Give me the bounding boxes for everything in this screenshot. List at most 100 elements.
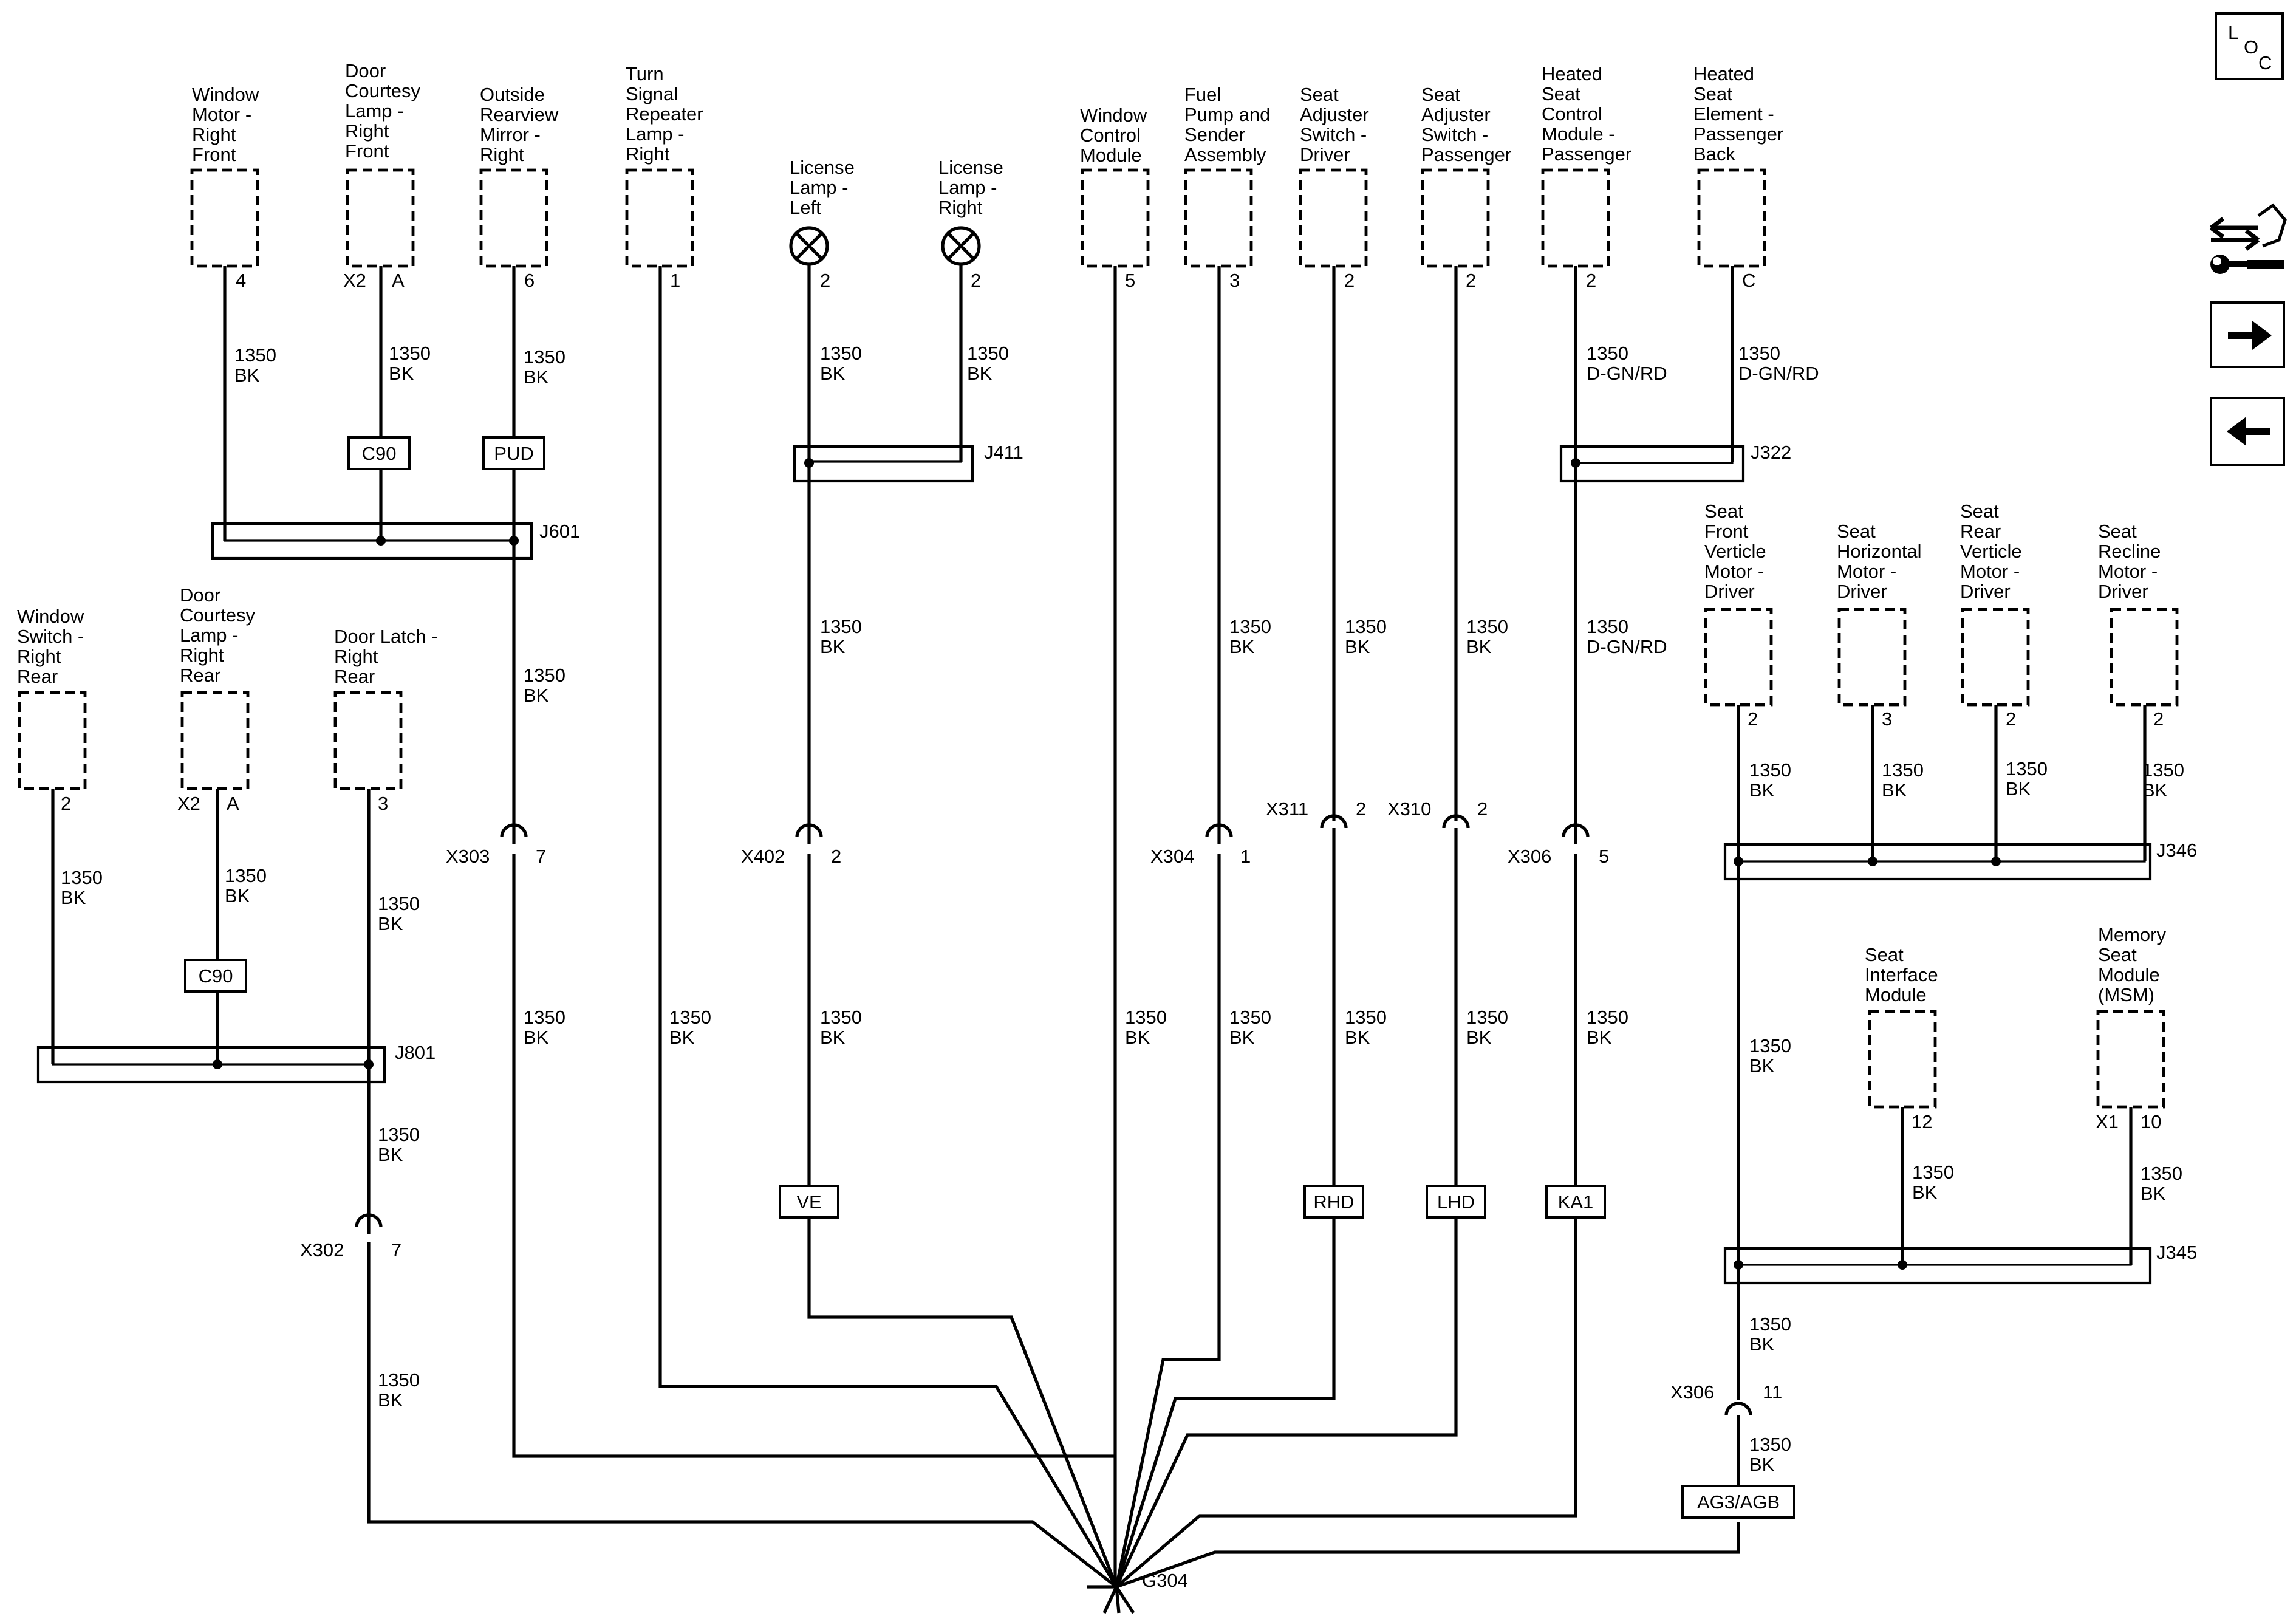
svg-text:C: C [2258,52,2272,74]
svg-text:J411: J411 [984,442,1023,463]
seat-adjuster-driver-box [1299,168,1368,268]
svg-text:2: 2 [1356,798,1366,820]
ground-g304: G304 [1102,1570,1188,1614]
svg-text:2: 2 [2006,708,2016,730]
svg-text:1: 1 [670,270,680,291]
seat-adjuster-driver-label: Seat Adjuster Switch - Driver [1300,84,1374,165]
splice-j801: J801 [36,1042,436,1084]
window-switch-rr-box [18,691,87,790]
seat-rear-vert-box [1961,608,2030,707]
splice-j322: J322 [1559,442,1791,483]
heated-seat-element-box [1697,168,1766,268]
splice-j411: J411 [793,442,1023,483]
inline-connectors: X303 7 X402 2 X304 1 X311 2 X310 2 X306 … [300,798,1782,1432]
seat-horiz-label: Seat Horizontal Motor - Driver [1837,521,1927,602]
svg-text:C: C [1742,270,1755,291]
svg-text:J601: J601 [539,521,580,542]
svg-text:2: 2 [61,793,71,814]
heated-seat-module-box [1541,168,1610,268]
splice-j346: J346 [1723,840,2197,881]
option-rhd: RHD [1313,1191,1354,1213]
splice-j345: J345 [1723,1242,2197,1285]
svg-text:A: A [392,270,405,291]
fuel-pump-box [1184,168,1253,268]
forward-arrow-icon[interactable] [2210,301,2285,368]
svg-text:5: 5 [1125,270,1135,291]
license-lamp-left-label: License Lamp - Left [790,157,859,218]
window-motor-rf-label: Window Motor - Right Front [192,84,264,165]
license-lamp-right [941,226,981,290]
option-c90-rear: C90 [199,965,233,987]
window-control-module-box [1081,168,1150,268]
option-ag3-agb: AG3/AGB [1697,1491,1780,1513]
seat-adjuster-passenger-box [1421,168,1490,268]
door-courtesy-rf-label: Door Courtesy Lamp - Right Front [345,60,426,162]
svg-text:11: 11 [1763,1381,1782,1403]
svg-text:2: 2 [1344,270,1355,291]
svg-text:X2: X2 [343,270,366,291]
component-labels: Window Motor - Right Front Door Courtesy… [17,60,2171,1005]
svg-text:4: 4 [236,270,246,291]
svg-text:5: 5 [1599,846,1609,867]
outside-mirror-box [479,168,548,268]
svg-text:10: 10 [2141,1111,2161,1132]
door-latch-rr-box [333,691,403,790]
svg-text:2: 2 [820,270,830,291]
heated-seat-module-label: Heated Seat Control Module - Passenger [1542,63,1631,165]
svg-text:7: 7 [536,846,546,867]
turn-repeater-box [625,168,694,268]
seat-rear-vert-label: Seat Rear Verticle Motor - Driver [1960,501,2027,602]
door-courtesy-rr-label: Door Courtesy Lamp - Right Rear [180,584,261,686]
svg-text:6: 6 [524,270,535,291]
pin-labels: 4 X2 A 6 1 2 2 5 3 2 2 2 C 2 X2 A 3 2 3 … [61,270,2164,1132]
option-pud: PUD [494,443,533,464]
svg-text:1: 1 [1240,846,1251,867]
wires [51,266,2147,1589]
seat-adjuster-passenger-label: Seat Adjuster Switch - Passenger [1421,84,1511,165]
seat-interface-box [1868,1010,1937,1109]
svg-text:X311: X311 [1266,798,1308,820]
loc-button[interactable]: L O C [2215,12,2284,80]
svg-text:X302: X302 [300,1239,344,1261]
svg-text:3: 3 [1229,270,1240,291]
turn-repeater-label: Turn Signal Repeater Lamp - Right [626,63,708,165]
seat-recline-box [2110,608,2179,707]
svg-text:X303: X303 [446,846,490,867]
svg-text:J345: J345 [2156,1242,2197,1263]
door-courtesy-rr-box [180,691,250,790]
svg-text:X306: X306 [1670,1381,1714,1403]
svg-text:2: 2 [2153,708,2164,730]
svg-text:2: 2 [971,270,981,291]
connector-tool-icon[interactable] [2209,203,2287,274]
back-arrow-icon[interactable] [2210,397,2285,466]
svg-text:2: 2 [1477,798,1488,820]
option-boxes: C90 PUD C90 VE RHD LHD KA1 AG3/AGB [184,436,1795,1519]
window-control-module-label: Window Control Module [1080,104,1152,166]
memory-seat-label: Memory Seat Module (MSM) [2098,924,2171,1005]
svg-text:X310: X310 [1387,798,1431,820]
